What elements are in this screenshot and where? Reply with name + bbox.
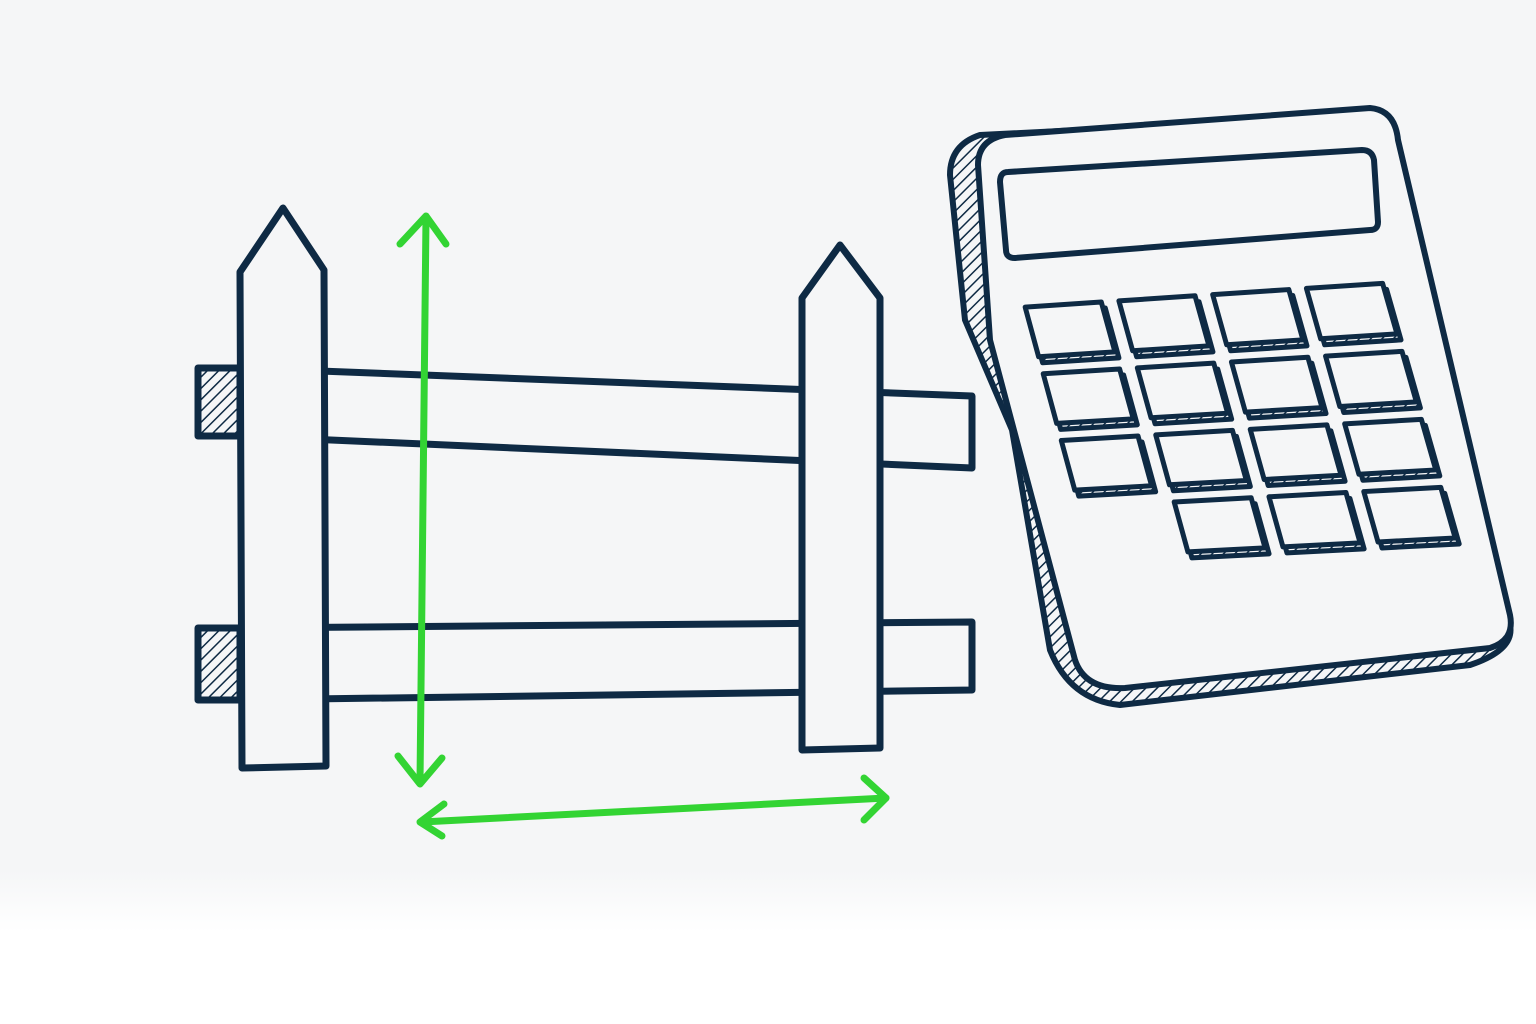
calculator-key	[1058, 433, 1155, 493]
calculator-key	[1303, 280, 1400, 342]
calculator-key	[1116, 293, 1212, 354]
bottom-fade	[0, 870, 1536, 1024]
calculator-key	[1171, 495, 1268, 555]
fence-rail-stub-top	[194, 364, 246, 440]
calculator-display	[997, 147, 1381, 261]
vertical-double-arrow-icon	[394, 212, 450, 788]
calculator-keypad	[1022, 280, 1462, 561]
calculator-key	[1361, 484, 1458, 545]
fence-post-right	[798, 241, 884, 754]
calculator-key	[1342, 416, 1439, 477]
horizontal-double-arrow-icon	[416, 774, 890, 840]
calculator-icon	[947, 105, 1514, 708]
calculator-key	[1134, 360, 1231, 421]
calculator-key	[1323, 348, 1419, 410]
fence-icon	[194, 204, 976, 772]
fence-rail-stub-bottom	[194, 624, 246, 704]
calculator-key	[1153, 427, 1249, 488]
calculator-key	[1040, 366, 1136, 426]
calculator-key	[1228, 354, 1325, 415]
fence-post-left	[236, 204, 330, 772]
calculator-key	[1247, 422, 1344, 483]
calculator-key	[1266, 490, 1363, 550]
calculator-key	[1210, 287, 1306, 348]
calculator-key	[1022, 299, 1118, 360]
measure-arrows	[394, 212, 890, 840]
